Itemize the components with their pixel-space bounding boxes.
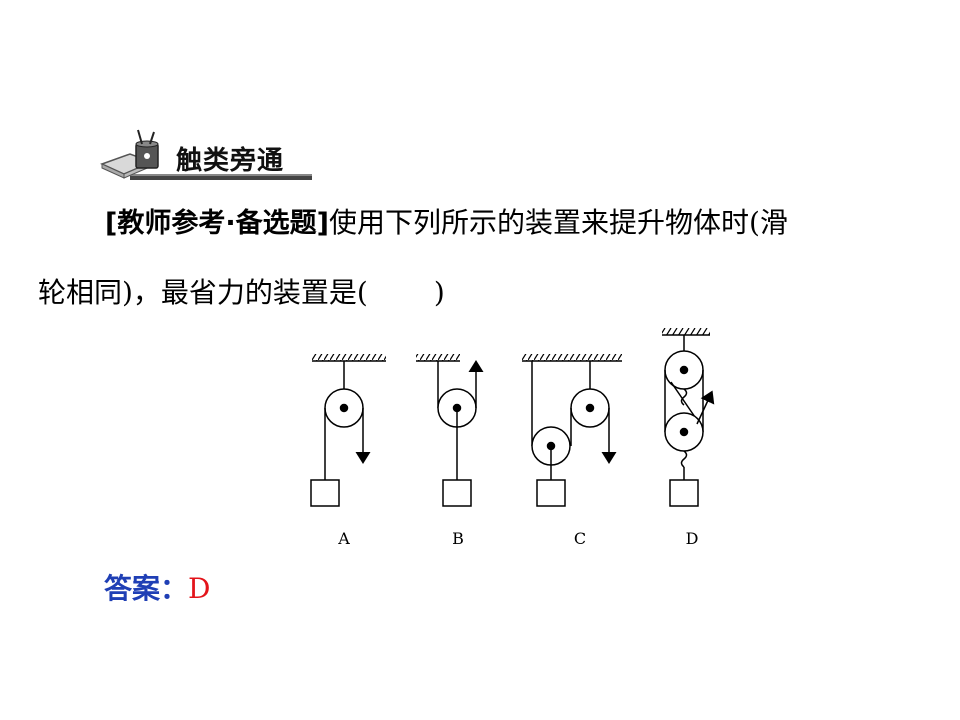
label-b: B bbox=[452, 529, 464, 548]
diagram-c bbox=[522, 354, 622, 507]
label-c: C bbox=[574, 529, 586, 548]
question-close-paren: ) bbox=[433, 276, 445, 309]
label-d: D bbox=[686, 529, 699, 548]
answer-line: 答案：D bbox=[104, 567, 210, 607]
answer-value: D bbox=[188, 572, 211, 605]
question-text-2: 轮相同)，最省力的装置是( bbox=[38, 276, 368, 309]
answer-label: 答案： bbox=[104, 572, 189, 605]
question-line-2: 轮相同)，最省力的装置是() bbox=[38, 276, 445, 310]
question-line-1: [教师参考·备选题]使用下列所示的装置来提升物体时(滑 bbox=[105, 206, 788, 241]
section-banner bbox=[100, 129, 312, 180]
banner-title: 触类旁通 bbox=[176, 146, 285, 176]
label-a: A bbox=[337, 529, 350, 548]
pulley-diagrams: A B C D bbox=[310, 328, 715, 548]
question-text-1: 使用下列所示的装置来提升物体时(滑 bbox=[328, 206, 788, 239]
diagram-a bbox=[310, 354, 386, 507]
diagram-b bbox=[416, 354, 484, 507]
diagram-d bbox=[662, 328, 715, 507]
question-prefix: [教师参考·备选题] bbox=[105, 208, 329, 239]
book-pencil-cup-icon bbox=[100, 129, 159, 179]
